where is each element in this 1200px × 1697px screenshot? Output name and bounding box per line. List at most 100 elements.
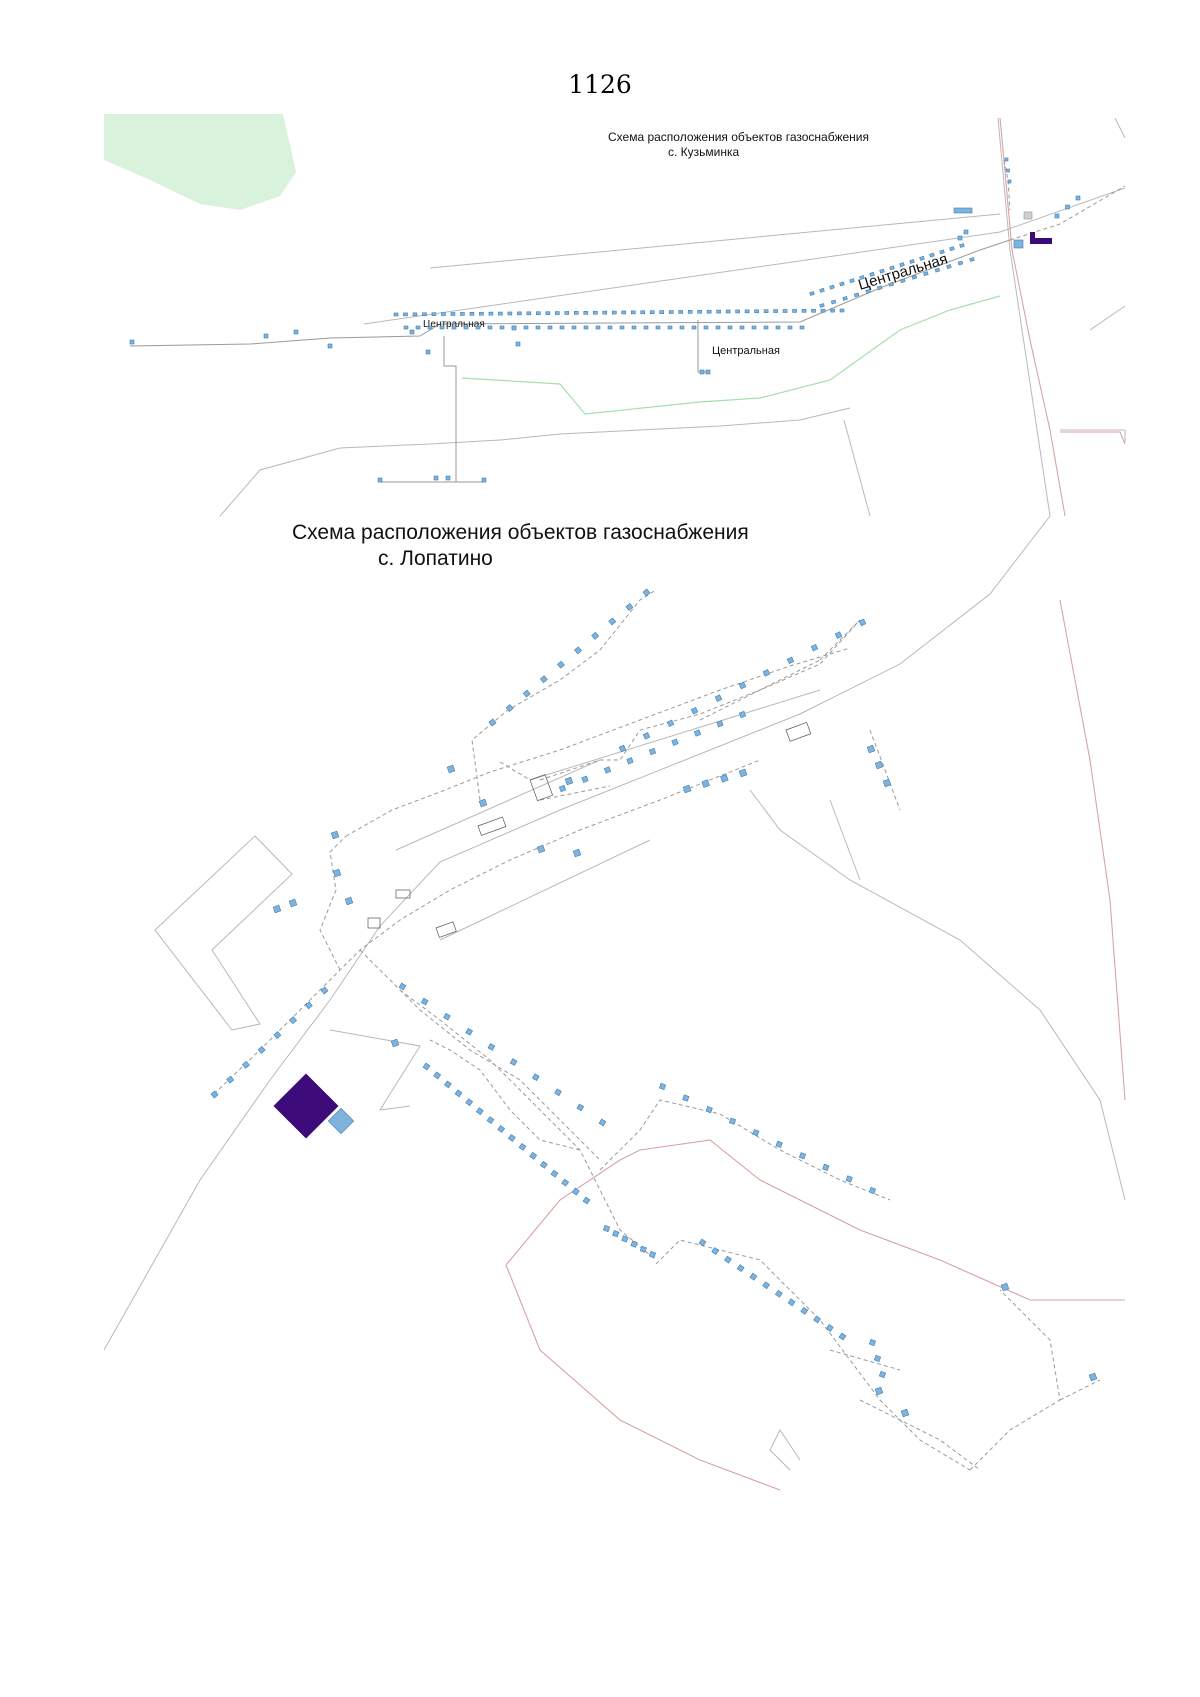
building-icon [678,310,683,314]
building-icon [630,310,636,315]
building-icon [834,631,843,639]
building-icon [738,768,748,778]
building-icon [488,718,497,727]
building-icon [642,588,651,597]
building-icon [412,312,418,317]
building-icon [1004,157,1009,162]
boundary-line [505,1139,1125,1301]
river-line [461,295,1001,415]
building-icon [679,325,685,330]
building-icon [775,325,781,330]
map-kuzminka: Центральная Центральная Центральная [104,114,1126,517]
building-icon [558,784,567,793]
building-icon [602,1224,611,1233]
building-icon [517,311,522,316]
boundary-line [999,117,1066,517]
building-icon [639,1245,647,1253]
building-icon [716,720,724,728]
gas-pipe [1059,1379,1101,1401]
boundary-line [1060,431,1126,445]
building-icon [711,1247,720,1255]
building-icon [425,349,431,355]
building-icon [869,271,875,277]
building-icon [736,1264,745,1273]
building-icon [706,309,712,314]
gas-pipe [399,989,657,1261]
building-icon [934,267,941,273]
gas-pipe-network [213,589,1101,1471]
page-number: 1126 [568,70,632,99]
building-icon [621,310,627,315]
building-icon [739,325,745,330]
building-icon [241,1060,250,1069]
building-icon [774,1289,783,1298]
building-icon [939,249,945,255]
building-icon [671,738,679,746]
gas-facility-icon [1030,232,1052,244]
building-icon [446,764,456,774]
building-icon [682,784,692,794]
building-icon [876,285,883,291]
road [1060,429,1126,442]
building-icon [304,1001,313,1010]
building-icon [572,848,582,858]
building-icon [819,287,825,293]
street-label-kuzminka-south: Центральная [712,345,780,357]
gas-pipe [129,239,1011,347]
building-icon [441,312,446,316]
building-icon [923,271,929,277]
building-icon [659,310,665,314]
building-icon [608,617,617,626]
building-icon [874,1386,884,1396]
building-icon [390,1038,400,1048]
building-icon [591,631,600,640]
gas-pipe [859,1399,981,1471]
road [219,407,851,517]
building-icon [690,706,699,715]
building-icon [487,1043,496,1051]
building-icon [866,744,876,754]
road [1114,117,1126,139]
building-icon [511,325,517,331]
building-icon [738,710,747,719]
building-icon [725,309,731,314]
building-icon [643,325,649,330]
building-icon [536,311,541,316]
building-icon [1054,213,1060,219]
building-icon [786,656,795,665]
building-icon [129,339,135,345]
gas-pipe [471,589,657,801]
building-icon [889,265,895,271]
boundary-line [505,1264,781,1491]
building-icon [433,475,439,481]
building-icon [642,732,651,740]
gas-pipe [819,619,861,661]
building-icon [1088,1372,1098,1382]
map-title-kuzminka: Схема расположения объектов газоснабжени… [608,130,948,160]
building-icon [1006,168,1010,173]
building-icon [529,1151,538,1160]
building-icon [603,766,612,774]
building-icon [865,288,871,294]
building-icon [801,309,807,313]
building-group [210,588,1098,1418]
road [363,187,1126,325]
building-icon [481,477,487,483]
building-icon [393,312,399,317]
building-icon [873,1354,882,1363]
building-icon [830,299,837,305]
building-icon [698,1238,707,1247]
building-icon [911,274,918,280]
building-icon [724,1255,732,1264]
building-icon [900,1408,910,1418]
building-icon [612,1230,620,1238]
structure-outline [395,889,411,899]
building-icon [919,255,925,261]
building-icon [715,325,721,330]
building-icon [1075,195,1081,201]
building-icon [583,325,589,330]
building-icon [625,602,634,611]
building-icon [754,309,759,314]
gas-pipe [213,759,761,1095]
road [429,213,1001,269]
